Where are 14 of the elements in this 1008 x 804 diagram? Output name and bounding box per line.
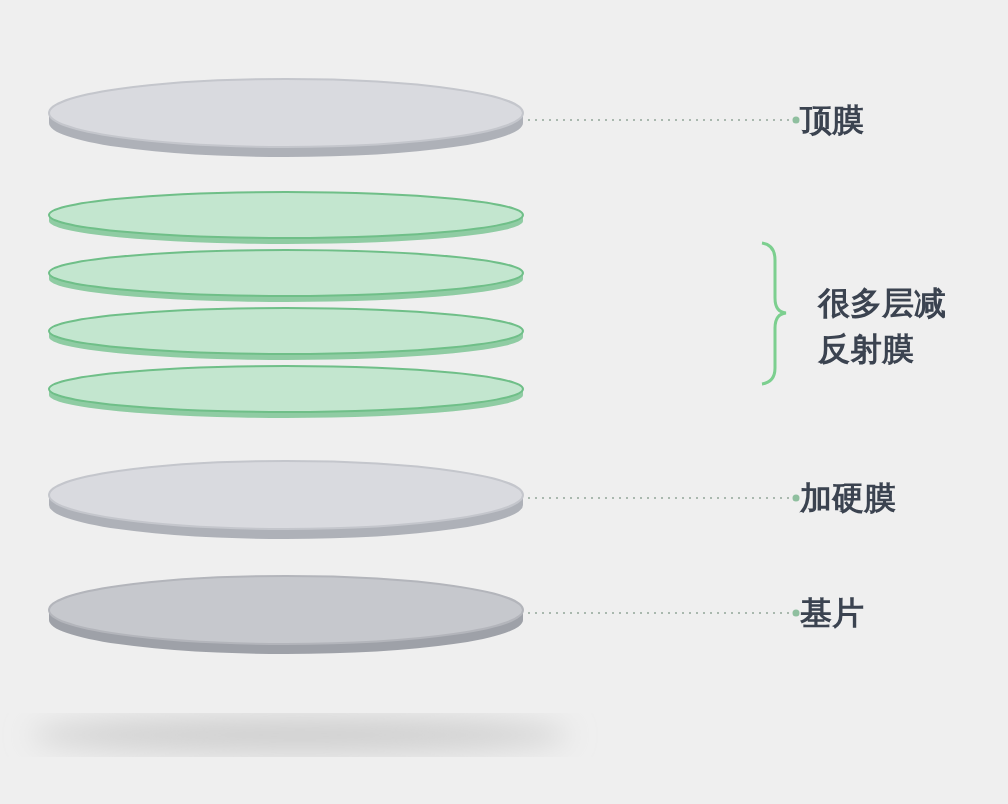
layer-group-label: 很多层减反射膜 [818, 283, 947, 370]
disc-layer [46, 306, 526, 362]
layer-label: 基片 [800, 593, 864, 633]
disc-layer [46, 248, 526, 304]
layer-label: 顶膜 [800, 100, 864, 140]
leader-line [525, 116, 800, 124]
disc-layer [46, 574, 526, 656]
layer-label: 加硬膜 [800, 478, 896, 518]
disc-layer [46, 77, 526, 159]
leader-line [525, 609, 800, 617]
disc-layer [46, 459, 526, 541]
disc-layer [46, 364, 526, 420]
leader-line [525, 494, 800, 502]
disc-layer [46, 190, 526, 246]
